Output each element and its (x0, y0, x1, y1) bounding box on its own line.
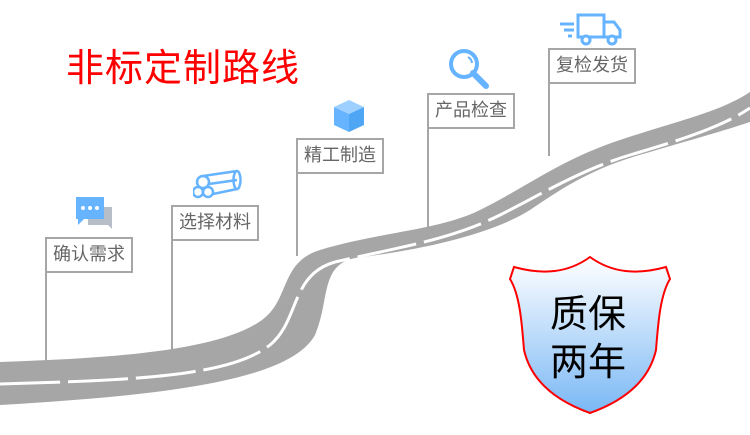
warranty-text: 质保 两年 (530, 290, 646, 386)
pipes-icon (193, 169, 242, 199)
step-label: 确认需求 (53, 244, 125, 265)
chat-bubble-icon (76, 197, 112, 229)
step-pole (45, 268, 47, 364)
step-label: 选择材料 (179, 212, 251, 233)
box-icon (334, 100, 364, 132)
magnifier-icon (449, 49, 489, 89)
step-confirm-requirements: 确认需求 (45, 237, 133, 273)
step-select-materials: 选择材料 (171, 205, 259, 241)
step-label: 精工制造 (304, 145, 376, 166)
step-label: 复检发货 (556, 55, 628, 76)
step-recheck-ship: 复检发货 (548, 48, 636, 84)
warranty-line-1: 质保 (549, 292, 626, 336)
step-pole (427, 124, 429, 232)
warranty-line-2: 两年 (549, 340, 626, 384)
truck-icon (560, 13, 622, 46)
step-pole (296, 170, 298, 256)
step-pole (548, 80, 550, 156)
step-pole (171, 236, 173, 356)
warranty-shield-icon (508, 255, 672, 415)
step-label: 产品检查 (435, 100, 507, 121)
step-precision-manufacturing: 精工制造 (296, 138, 384, 174)
page-title: 非标定制路线 (66, 46, 301, 90)
step-product-inspection: 产品检查 (427, 93, 515, 129)
